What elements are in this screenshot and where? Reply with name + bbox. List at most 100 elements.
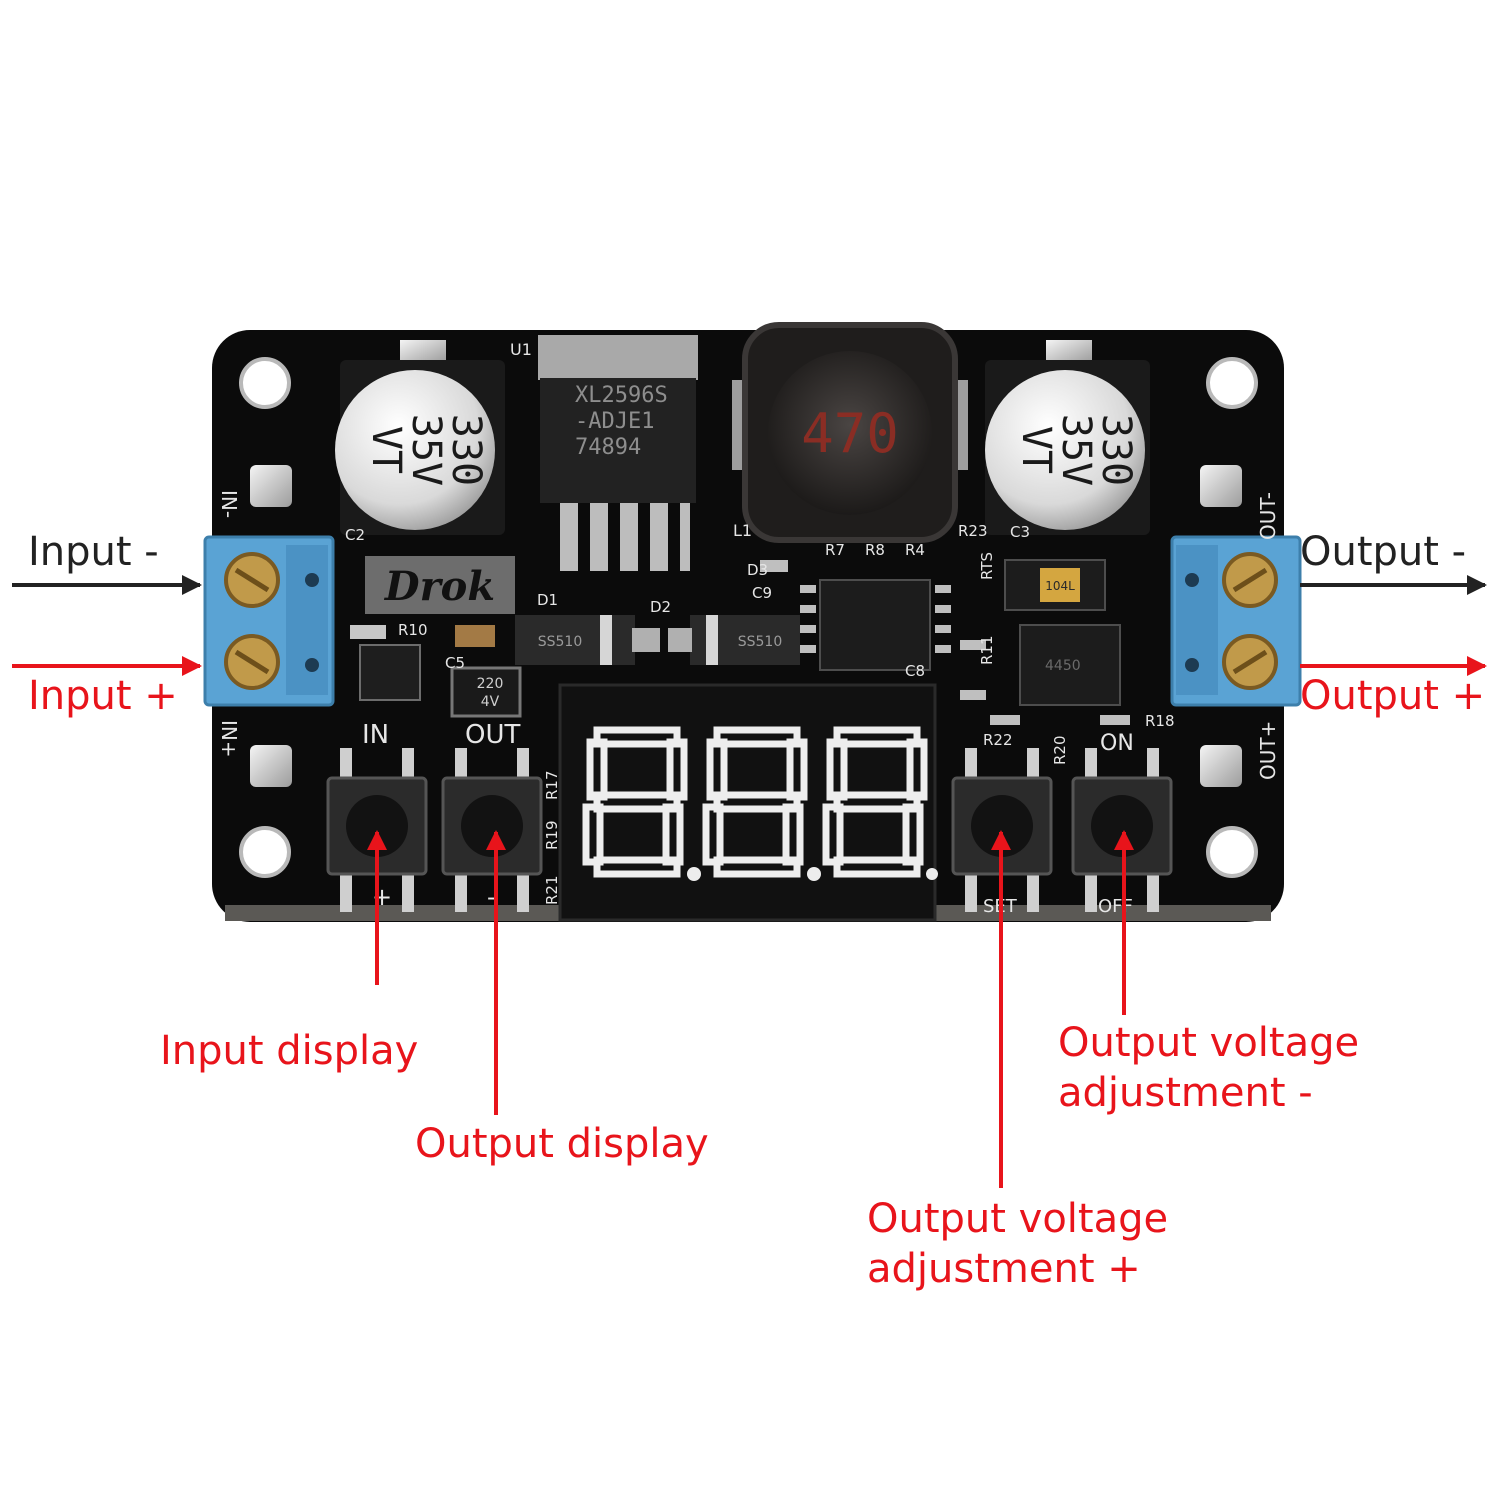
cap-left-voltage: 35V xyxy=(403,414,449,486)
cap-right-body xyxy=(985,370,1145,530)
label-voltage-plus-line2: adjustment + xyxy=(867,1246,1141,1292)
terminal-in-front xyxy=(286,545,328,695)
label-output-display: Output display xyxy=(415,1121,709,1167)
inductor-value: 470 xyxy=(801,402,899,465)
button-voltage-plus[interactable] xyxy=(951,748,1053,912)
mounting-hole-bl xyxy=(239,826,291,878)
mounting-hole-tl xyxy=(239,357,291,409)
silk-off: OFF xyxy=(1098,896,1133,917)
label-input-plus: Input + xyxy=(28,673,178,719)
annotation-arrows xyxy=(12,575,1487,1188)
svg-text:RTS: RTS xyxy=(978,552,996,580)
mounting-holes xyxy=(239,357,1258,878)
cap-left-value: 330 xyxy=(443,414,489,486)
svg-text:D3: D3 xyxy=(747,561,768,579)
cap-right-value: 330 xyxy=(1093,414,1139,486)
small-cap-value: 220 xyxy=(477,676,504,692)
brand-logo-box xyxy=(365,556,515,614)
brand-logo: Drok xyxy=(365,556,515,614)
pad-in-minus xyxy=(250,465,292,507)
smd-components: 220 4V 104L 4450 xyxy=(350,559,1130,725)
button-output-display-cap[interactable] xyxy=(461,795,523,857)
svg-text:R22: R22 xyxy=(983,731,1013,749)
silk-btn-out: OUT xyxy=(465,720,520,750)
cap-left-series: VT xyxy=(363,426,409,474)
label-input-minus: Input - xyxy=(28,529,159,575)
cap-right-series: VT xyxy=(1013,426,1059,474)
diode-d1: SS510 xyxy=(515,615,660,665)
ic-4450: 4450 xyxy=(1045,658,1081,674)
pad-in-plus xyxy=(250,745,292,787)
diode-d2: SS510 xyxy=(668,615,800,665)
chip-tab xyxy=(538,335,698,380)
terminal-block-output xyxy=(1170,535,1302,707)
capacitor-right: 330 35V VT xyxy=(985,340,1150,535)
digit-3 xyxy=(822,726,928,878)
svg-text:R19: R19 xyxy=(543,820,561,850)
label-input-display: Input display xyxy=(160,1028,419,1074)
silk-out-minus: OUT- xyxy=(1256,492,1280,540)
cap-left-body xyxy=(335,370,495,530)
svg-text:R18: R18 xyxy=(1145,712,1175,730)
svg-text:R4: R4 xyxy=(905,541,925,559)
svg-text:R20: R20 xyxy=(1051,735,1069,765)
display-segments xyxy=(582,726,928,878)
label-output-plus: Output + xyxy=(1300,673,1486,719)
label-voltage-minus-line1: Output voltage xyxy=(1058,1020,1360,1066)
terminal-block-input xyxy=(203,535,335,707)
svg-text:R8: R8 xyxy=(865,541,885,559)
svg-text:R23: R23 xyxy=(958,522,988,540)
mounting-hole-br xyxy=(1206,826,1258,878)
cap-right-voltage: 35V xyxy=(1053,414,1099,486)
button-output-display[interactable] xyxy=(441,748,543,912)
decimal-points xyxy=(687,867,938,881)
chip-104l: 104L xyxy=(1045,579,1075,593)
silk-btn-in: IN xyxy=(362,720,389,750)
seven-segment-display xyxy=(558,683,938,922)
diode-d2-marking: SS510 xyxy=(738,634,783,650)
label-output-minus: Output - xyxy=(1300,529,1467,575)
regulator-chip: XL2596S -ADJE1 74894 U1 xyxy=(510,335,698,571)
brand-logo-text: Drok xyxy=(384,563,495,610)
mounting-hole-tr xyxy=(1206,357,1258,409)
inductor-refdes: L1 xyxy=(733,521,752,540)
silk-btn-on: ON xyxy=(1100,731,1134,756)
digit-2 xyxy=(702,726,808,878)
tinned-pads xyxy=(250,465,1242,787)
chip-legs xyxy=(560,503,690,571)
silk-minus: - xyxy=(487,883,496,911)
label-voltage-minus-line2: adjustment - xyxy=(1058,1070,1313,1116)
small-cap xyxy=(450,666,522,718)
label-voltage-plus-line1: Output voltage xyxy=(867,1196,1169,1242)
svg-text:R11: R11 xyxy=(978,635,996,665)
svg-text:R21: R21 xyxy=(543,875,561,905)
capacitor-left: 330 35V VT xyxy=(335,340,505,535)
button-input-display[interactable] xyxy=(326,748,428,912)
chip-marking-3: 74894 xyxy=(575,435,641,460)
chip-marking-1: XL2596S xyxy=(575,383,668,408)
display-frame xyxy=(558,683,937,922)
button-voltage-minus[interactable] xyxy=(1071,748,1173,912)
button-input-display-cap[interactable] xyxy=(346,795,408,857)
silk-out-plus: OUT+ xyxy=(1256,721,1280,780)
button-voltage-plus-cap[interactable] xyxy=(971,795,1033,857)
svg-text:D2: D2 xyxy=(650,598,671,616)
svg-text:R7: R7 xyxy=(825,541,845,559)
inductor: 470 L1 xyxy=(732,322,968,543)
diode-d1-marking: SS510 xyxy=(538,634,583,650)
small-cap-voltage: 4V xyxy=(481,694,500,710)
chip-refdes: U1 xyxy=(510,340,532,359)
cap-right-tab xyxy=(1046,340,1092,362)
silk-in-minus: IN- xyxy=(217,490,241,518)
svg-text:D1: D1 xyxy=(537,591,558,609)
pad-out-minus xyxy=(1200,465,1242,507)
inductor-core xyxy=(768,351,932,515)
terminal-out-front xyxy=(1176,545,1218,695)
svg-text:R10: R10 xyxy=(398,621,428,639)
chip-marking-2: -ADJE1 xyxy=(575,409,654,434)
button-voltage-minus-cap[interactable] xyxy=(1091,795,1153,857)
svg-text:C8: C8 xyxy=(905,662,925,680)
svg-text:C2: C2 xyxy=(345,526,365,544)
digit-1 xyxy=(582,726,688,878)
